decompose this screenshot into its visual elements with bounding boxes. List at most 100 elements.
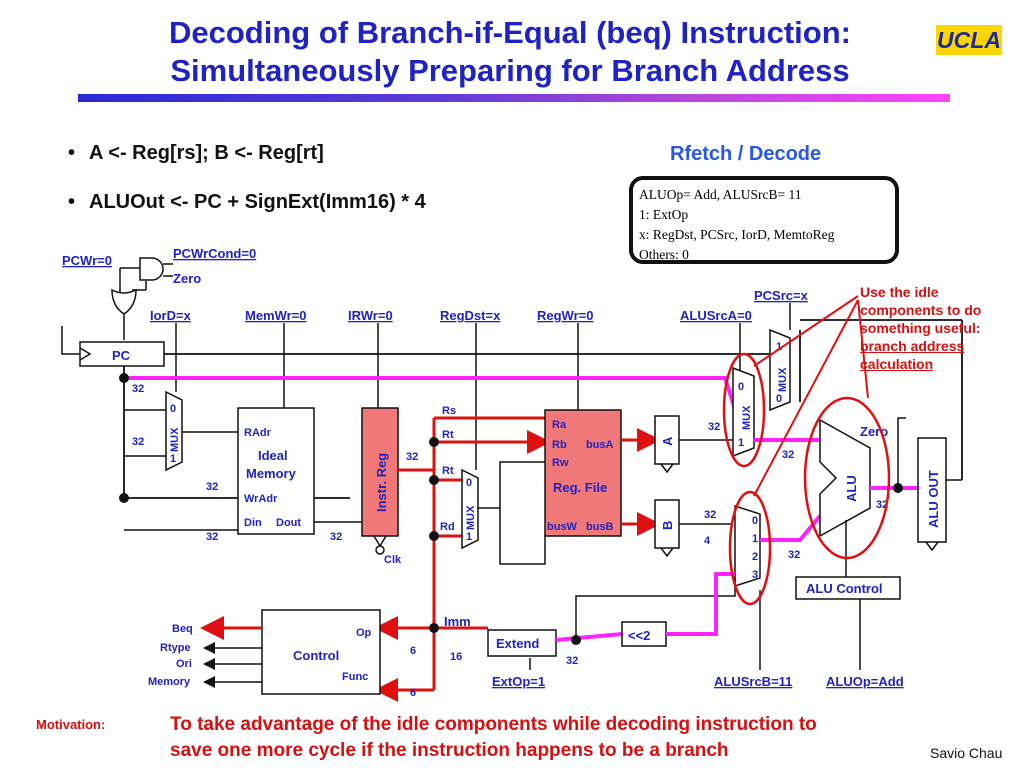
memory-wradr: WrAdr [244,493,278,505]
regfile-ra: Ra [552,419,567,431]
title-line-1: Decoding of Branch-if-Equal (beq) Instru… [169,15,851,50]
mux-input-label: 2 [752,551,758,563]
bus-width: 32 [206,531,218,543]
control-op: Op [356,627,372,639]
alusrca-mux: 0 1 MUX [732,366,755,458]
bus-width: 32 [782,449,794,461]
pcsrc-mux: 1 0 MUX [769,328,791,412]
memory-title: Memory [246,466,297,481]
mux-label: MUX [465,505,477,530]
bus-width: 32 [406,451,418,463]
state-line: Others: 0 [639,247,689,262]
bus-width: 32 [132,383,144,395]
control-output: Ori [176,658,192,670]
field-rt: Rt [442,429,454,441]
extend-label: Extend [496,636,539,651]
alu-control-label: ALU Control [806,581,883,596]
bus-width: 6 [410,645,416,657]
state-line: 1: ExtOp [639,207,689,222]
bus-width: 32 [132,436,144,448]
mux-input-label: 0 [738,381,744,393]
regfile-busw: busW [547,521,578,533]
state-box: ALUOp= Add, ALUSrcB= 11 1: ExtOp x: RegD… [629,176,899,264]
memory-dout: Dout [276,517,301,529]
note-line: branch address [860,338,965,354]
mux-input-label: 1 [466,531,472,543]
pcsrc-signal: PCSrc=x [754,288,809,303]
register-file: Ra Rb busA Rw Reg. File busW busB [544,409,622,537]
alu-out-label: ALU OUT [926,470,941,528]
title-divider [78,94,950,102]
state-line: x: RegDst, PCSrc, IorD, MemtoReg [639,227,835,242]
mux-input-label: 1 [170,453,176,465]
motivation-line: save one more cycle if the instruction h… [170,740,729,761]
mux-label: MUX [169,427,181,452]
slide-title: Decoding of Branch-if-Equal (beq) Instru… [80,14,940,90]
regfile-busb: busB [586,521,614,533]
aluop-signal: ALUOp=Add [826,674,904,689]
mux-label: MUX [777,367,789,392]
reg-b-label: B [660,521,675,530]
bullet-item: ALUOut <- PC + SignExt(Imm16) * 4 [68,191,426,214]
note-line: components to do [860,302,982,318]
sign-extend: Extend [487,629,557,657]
note-line: Use the idle [860,284,939,300]
motivation-label: Motivation: [36,717,106,732]
bus-width: 32 [206,481,218,493]
mux-input-label: 1 [776,341,782,353]
motivation-text: To take advantage of the idle components… [170,712,970,764]
iord-signal: IorD=x [150,308,192,323]
control-output: Beq [172,623,193,635]
clk-label: Clk [384,554,402,566]
regwr-signal: RegWr=0 [537,308,593,323]
bus-width: 32 [330,531,342,543]
bullet-item: A <- Reg[rs]; B <- Reg[rt] [68,142,426,165]
alusrcb-signal: ALUSrcB=11 [714,674,792,689]
extop-signal: ExtOp=1 [492,674,545,689]
memwr-signal: MemWr=0 [245,308,307,323]
zero-signal-label: Zero [173,271,201,286]
regfile-rw: Rw [552,457,569,469]
register-b: B [654,499,680,558]
bus-width: 32 [566,655,578,667]
pcwrcond-signal: PCWrCond=0 [173,246,256,261]
and-gate-icon [139,257,173,281]
register-a: A [654,415,680,474]
bus-width: 6 [410,687,416,699]
memory-din: Din [244,517,262,529]
pc-register: PC [61,326,165,367]
control-func: Func [342,671,368,683]
regfile-title: Reg. File [553,480,607,495]
shift-label: <<2 [628,628,650,643]
alu-out-register: ALU OUT [917,437,947,552]
pc-label: PC [112,348,131,363]
control-output: Memory [148,676,191,688]
regdst-mux: 0 1 MUX [461,468,479,550]
title-line-2: Simultaneously Preparing for Branch Addr… [170,53,850,88]
field-imm-width: 16 [450,651,462,663]
state-line: ALUOp= Add, ALUSrcB= 11 [639,187,802,202]
instruction-register: Instr. Reg Clk [361,407,402,566]
mux-input-label: 0 [776,393,782,405]
mux-input-label: 1 [738,437,744,449]
instr-reg-label: Instr. Reg [374,453,389,512]
mux-input-label: 3 [752,569,758,581]
mux-input-label: 0 [466,477,472,489]
note-line: something useful: [860,320,981,336]
mux-input-label: 1 [752,533,758,545]
field-rs: Rs [442,405,456,417]
author-credit: Savio Chau [930,745,1003,761]
field-rt: Rt [442,465,454,477]
ideal-memory: RAdr Ideal Memory WrAdr Din Dout [237,407,315,535]
regfile-rb: Rb [552,439,567,451]
alu: ALU Zero [819,418,888,538]
bullet-list: A <- Reg[rs]; B <- Reg[rt] ALUOut <- PC … [68,142,426,240]
motivation-line: To take advantage of the idle components… [170,714,817,735]
regdst-signal: RegDst=x [440,308,501,323]
annotation-note: Use the idle components to do something … [860,283,981,373]
ucla-logo: UCLA [936,25,1002,55]
shift-left-2: <<2 [621,621,667,647]
note-line: calculation [860,356,934,372]
state-title: Rfetch / Decode [670,143,822,165]
